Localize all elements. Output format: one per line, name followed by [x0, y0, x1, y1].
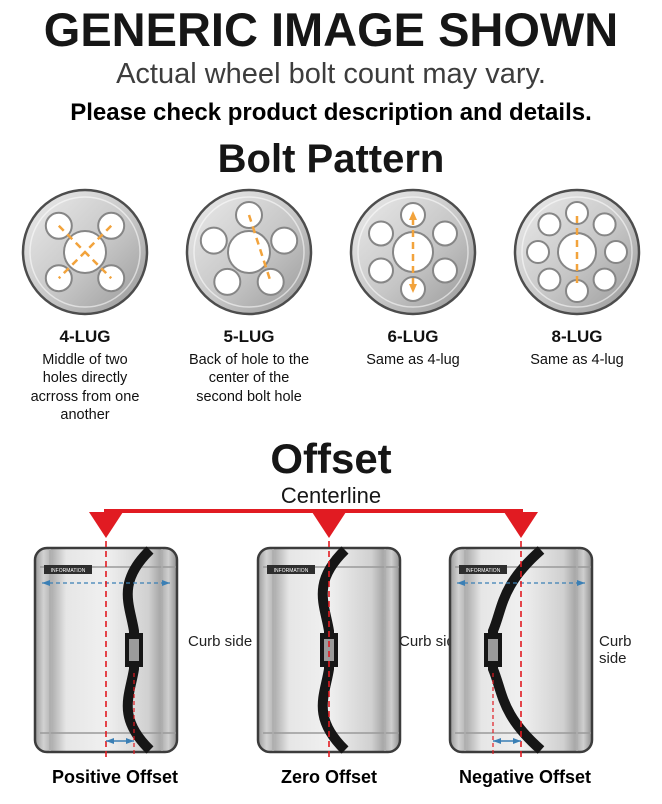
bolt-pattern-row: 4-LUG Middle of two holes directly acrro… — [0, 186, 662, 425]
lug-4-description: Middle of two holes directly acrross fro… — [30, 351, 140, 424]
lug-5-label: 5-LUG — [223, 326, 275, 346]
lug-column-6: 6-LUG Same as 4-lug — [334, 186, 492, 425]
lug-6-label: 6-LUG — [387, 326, 439, 346]
zero-offset-label: Zero Offset — [280, 766, 377, 787]
lug-diagram-4-icon — [21, 188, 149, 315]
lug-6-description: Same as 4-lug — [366, 351, 460, 368]
centerline-marker-icon — [312, 511, 346, 538]
lug-8-label: 8-LUG — [551, 326, 603, 346]
curb-side-label: Curb side — [599, 632, 632, 667]
lug-column-8: 8-LUG Same as 4-lug — [498, 186, 656, 425]
curb-side-label: Curb side — [188, 632, 253, 650]
lug-8-description: Same as 4-lug — [530, 351, 624, 368]
offset-title: Offset — [270, 434, 392, 482]
lug-4-label: 4-LUG — [59, 326, 111, 346]
wheel-sticker-text: INFORMATION — [274, 568, 309, 574]
wheel-infographic: GENERIC IMAGE SHOWN Actual wheel bolt co… — [0, 4, 662, 804]
lug-5-description: Back of hole to the center of the second… — [188, 351, 310, 405]
positive-offset-label: Positive Offset — [51, 766, 179, 787]
offset-diagrams-row: INFORMATION Curb side INFORMATION Curb — [0, 540, 662, 763]
negative-offset-label: Negative Offset — [458, 766, 592, 787]
centerline-marker-icon — [504, 511, 538, 538]
wheel-cross-section-positive: INFORMATION — [33, 540, 179, 759]
offset-labels-row: Positive Offset Zero Offset Negative Off… — [0, 767, 662, 791]
lug-diagram-8-icon — [513, 188, 641, 315]
bolt-pattern-title: Bolt Pattern — [217, 136, 445, 181]
page-note: Please check product description and det… — [70, 98, 592, 126]
page-title: GENERIC IMAGE SHOWN — [43, 3, 619, 56]
centerline-indicator — [0, 508, 662, 541]
wheel-sticker-text: INFORMATION — [466, 568, 501, 574]
lug-diagram-6-icon — [349, 188, 477, 315]
wheel-cross-section-zero: INFORMATION — [256, 540, 402, 759]
centerline-label: Centerline — [280, 482, 382, 508]
page-subtitle: Actual wheel bolt count may vary. — [116, 57, 546, 90]
lug-diagram-5-icon — [185, 188, 313, 315]
lug-column-5: 5-LUG Back of hole to the center of the … — [170, 186, 328, 425]
wheel-cross-section-negative: INFORMATION — [448, 540, 594, 759]
curb-side-label: Curb side — [399, 632, 464, 650]
centerline-marker-icon — [89, 511, 123, 538]
wheel-sticker-text: INFORMATION — [51, 568, 86, 574]
centerline-bar — [104, 508, 523, 513]
lug-column-4: 4-LUG Middle of two holes directly acrro… — [6, 186, 164, 425]
